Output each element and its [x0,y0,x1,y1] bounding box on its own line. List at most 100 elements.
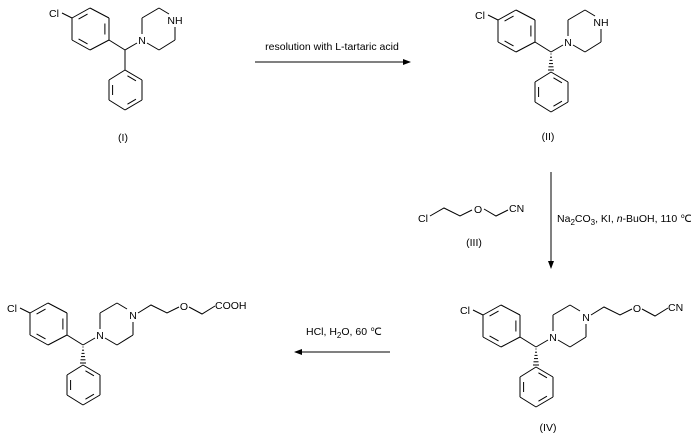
bond [497,9,517,21]
compound-label-IV: (IV) [540,422,557,434]
bond [584,9,596,17]
bond [71,39,91,51]
bond [124,69,143,81]
bond [141,7,160,19]
atom-n1: N [549,332,557,344]
bond [66,364,84,376]
step-2-reagents: Na2CO3, KI, n-BuOH, 110 ℃ [557,213,691,227]
bond [515,9,536,21]
compound-III: Cl O CN (III) [418,203,524,249]
atom-cn: CN [668,302,683,314]
bond [29,334,49,346]
compound-IV: ClN N O CN (IV) [460,302,683,434]
compound-V: ClN N O COOH [7,300,247,406]
step-3-reagents: HCl, H2O, 60 ℃ [306,326,382,340]
phenyl-ring [534,71,569,113]
double-bond-inner [127,98,137,105]
bond [552,304,571,316]
bond [108,99,126,111]
bond [482,304,502,316]
compound-I: ClN NH (I) [49,7,183,144]
bond [497,41,517,53]
atom-n4: N [129,310,137,322]
bond [535,339,549,348]
double-bond-inner [36,333,46,340]
bond [567,9,586,21]
hashed-wedge-bond [533,348,539,366]
bond [519,396,537,408]
bond [487,14,499,21]
hashed-wedge-bond [548,53,554,71]
bond [89,39,110,51]
step-1-reagents: resolution with L-tartaric acid [265,41,399,53]
compound-label-I: (I) [118,132,128,144]
atom-n4: N [582,312,590,324]
bond [569,336,587,348]
atom-n1: N [96,330,104,342]
bond [590,306,633,316]
double-bond-inner [553,77,563,84]
bond [535,366,554,378]
double-bond-inner [127,75,137,82]
bond [550,101,569,113]
double-bond-inner [504,40,514,47]
atom-cl: Cl [49,8,59,20]
bond [482,336,502,348]
bond [99,302,118,314]
double-bond-inner [538,372,548,379]
atom-n4: NH [167,15,182,27]
bond [89,7,110,19]
double-bond-inner [78,38,88,45]
double-bond-inner [85,393,95,400]
phenyl-ring [108,69,143,111]
bond [550,71,569,83]
atom-cl: Cl [475,10,485,22]
double-bond-inner [553,100,563,107]
bond [47,334,68,346]
bond [29,302,49,314]
bond [116,302,128,310]
bond [116,334,134,346]
atom-o: O [633,303,641,315]
atom-cooh: COOH [215,300,247,312]
chlorophenyl-ring [71,7,110,51]
bond [519,366,537,378]
reaction-step-3: HCl, H2O, 60 ℃ [294,326,390,355]
bond [534,41,552,53]
atom-n1: N [138,35,146,47]
bond [500,304,521,316]
atom-cl: Cl [418,213,428,225]
bond [429,207,473,217]
bond [158,39,176,51]
double-bond-inner [538,395,548,402]
reaction-step-1: resolution with L-tartaric acid [255,41,411,65]
atom-cl: Cl [7,303,17,315]
compound-label-III: (III) [466,237,482,249]
bond [500,336,521,348]
bond [137,304,180,314]
double-bond-inner [78,13,88,20]
bond [82,394,101,406]
atom-n1: N [564,37,572,49]
bond [124,42,138,51]
chlorophenyl-ring [497,9,536,53]
bond [66,334,84,346]
bond [472,309,484,316]
bond [146,42,160,51]
bond [534,71,552,83]
bond [158,7,170,15]
bond [515,41,536,53]
atom-o: O [180,301,188,313]
bond [557,339,571,348]
reaction-step-2: Na2CO3, KI, n-BuOH, 110 ℃ [548,172,691,269]
bond [82,337,96,346]
phenyl-ring [66,364,101,406]
bond [188,305,216,315]
double-bond-inner [489,310,499,317]
bond [19,307,31,314]
double-bond-inner [36,308,46,315]
atom-cl: Cl [460,305,470,317]
bond [569,304,581,312]
bond [550,44,564,53]
